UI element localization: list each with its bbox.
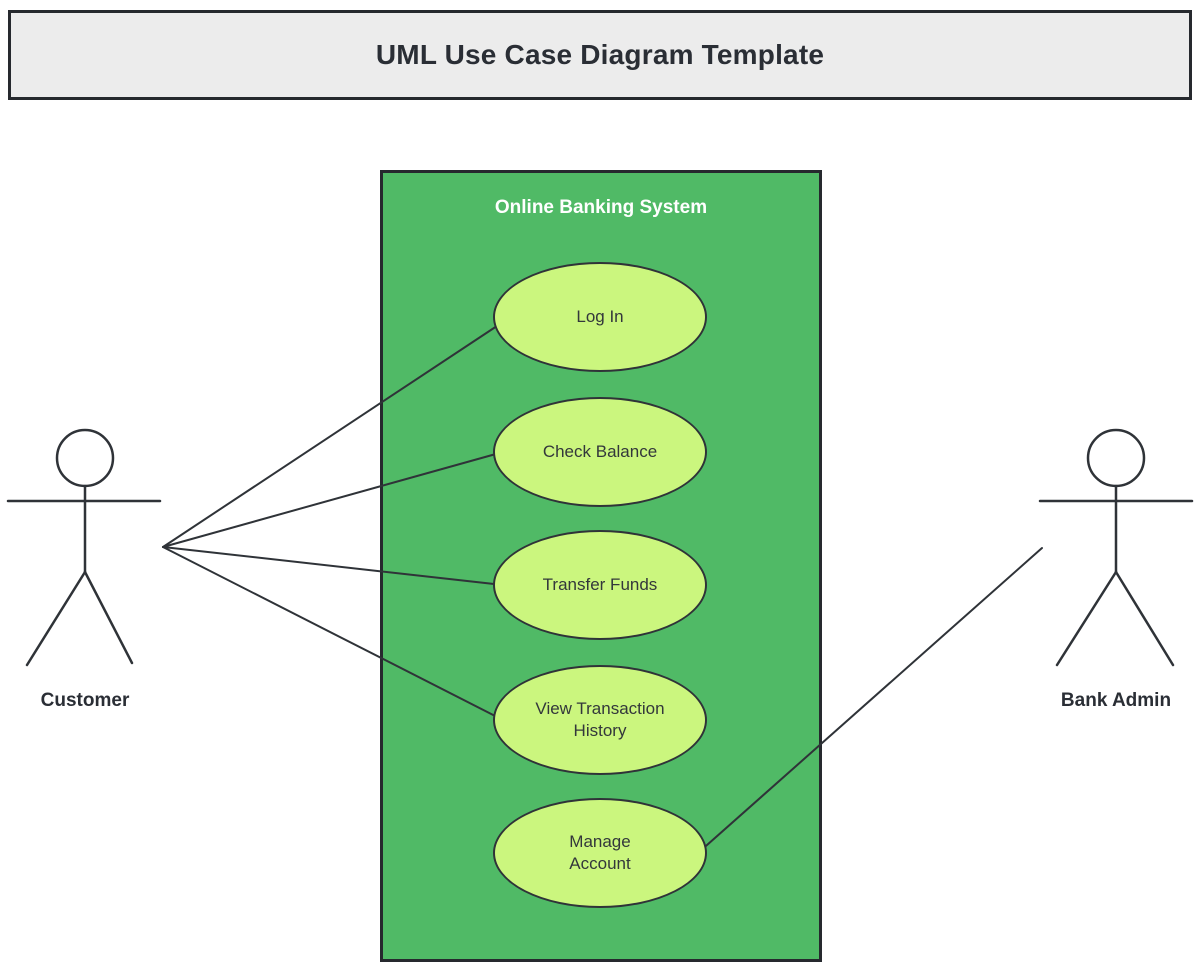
use-case-view-transaction-history[interactable]: View Transaction History xyxy=(493,665,707,775)
diagram-title: UML Use Case Diagram Template xyxy=(375,39,825,70)
actor-customer-label: Customer xyxy=(40,690,130,711)
use-case-check-balance[interactable]: Check Balance xyxy=(493,397,707,507)
use-case-manage-account-label: Manage Account xyxy=(569,832,631,873)
use-case-transfer-funds-label: Transfer Funds xyxy=(542,575,658,594)
diagram-title-bar: UML Use Case Diagram Template xyxy=(8,10,1192,100)
actor-bank-admin-right-leg xyxy=(1114,570,1175,667)
actor-customer-right-leg xyxy=(83,570,134,665)
use-case-check-balance-label: Check Balance xyxy=(542,442,658,461)
use-case-manage-account[interactable]: Manage Account xyxy=(493,798,707,908)
actor-customer-head xyxy=(55,428,115,488)
use-case-log-in-label: Log In xyxy=(576,307,624,326)
use-case-transfer-funds[interactable]: Transfer Funds xyxy=(493,530,707,640)
actor-bank-admin-label: Bank Admin xyxy=(1060,690,1172,711)
use-case-log-in[interactable]: Log In xyxy=(493,262,707,372)
actor-customer-left-leg xyxy=(25,570,87,667)
actor-customer-figure[interactable] xyxy=(6,428,162,667)
use-case-view-transaction-history-label: View Transaction History xyxy=(535,699,665,740)
actor-bank-admin-figure[interactable] xyxy=(1038,428,1194,667)
actor-bank-admin-left-leg xyxy=(1055,570,1118,667)
actor-bank-admin-head xyxy=(1086,428,1146,488)
system-boundary-label: Online Banking System xyxy=(494,197,708,218)
